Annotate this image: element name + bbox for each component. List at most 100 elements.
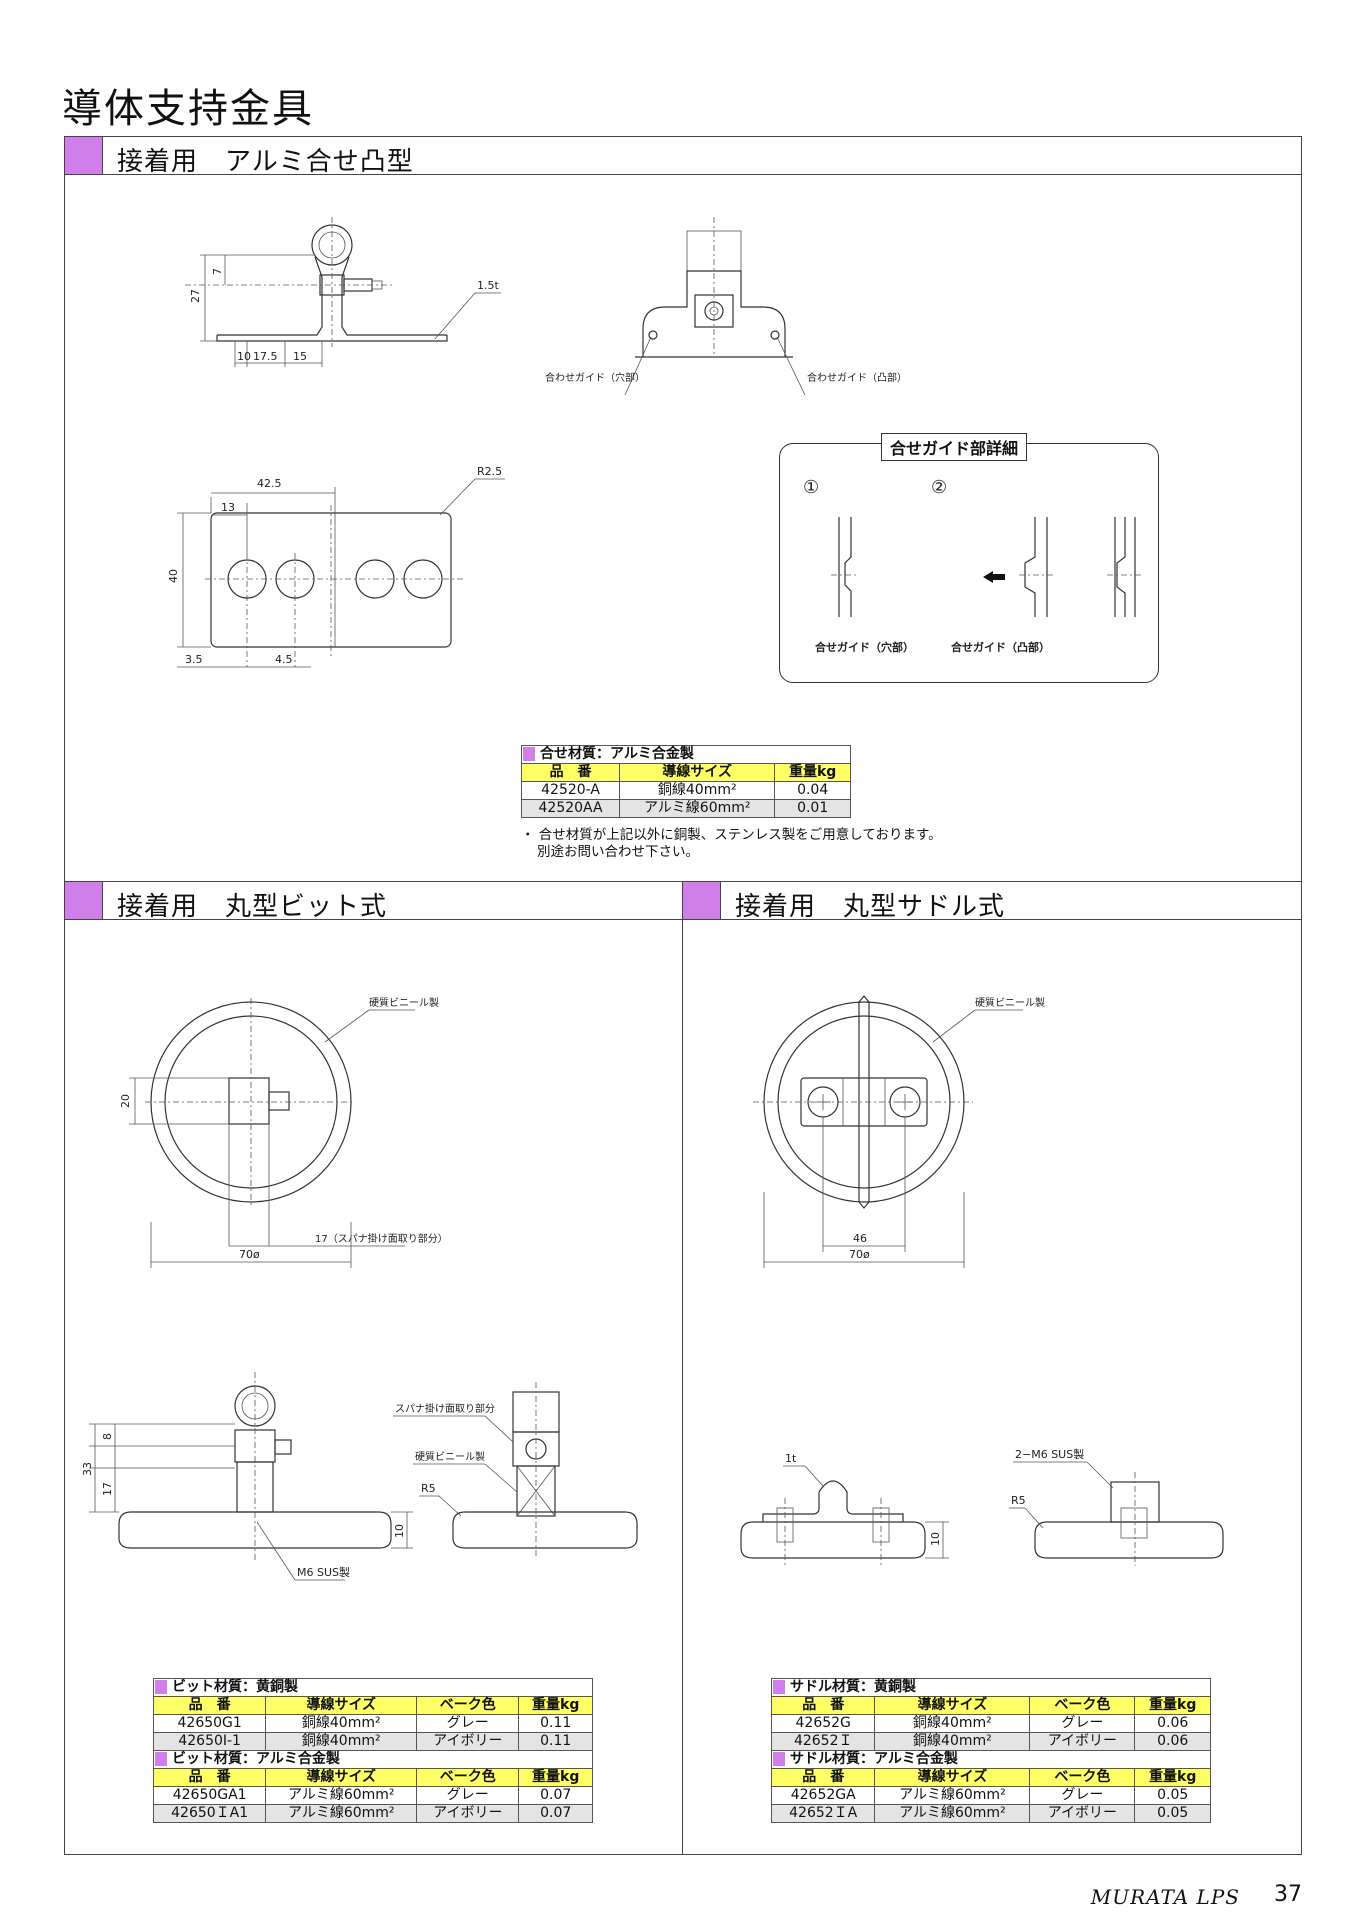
table-header-row: 品 番 導線サイズ 重量kg xyxy=(520,763,851,782)
table-cell: 銅線40mm² xyxy=(265,1714,418,1733)
col-header: 品 番 xyxy=(152,1768,267,1787)
table-cell: グレー xyxy=(1029,1714,1136,1733)
guide-hole-label: 合わせガイド（穴部） xyxy=(545,371,645,384)
dim-15: 15 xyxy=(293,350,307,363)
col-header: 導線サイズ xyxy=(265,1768,418,1787)
label-spanner: 17（スパナ掛け面取り部分） xyxy=(315,1232,448,1245)
col-header: ベーク色 xyxy=(416,1696,520,1715)
caption-marker xyxy=(773,1680,785,1694)
table-cell: アルミ線60mm² xyxy=(874,1786,1031,1805)
saddle-side-view-drawing: 1t 10 2−M6 SUS製 R5 xyxy=(740,1447,1224,1566)
col-header: 品 番 xyxy=(152,1696,267,1715)
guide-labels: 合わせガイド（穴部） 合わせガイド（凸部） xyxy=(545,371,907,384)
table-cell: アルミ線60mm² xyxy=(265,1786,418,1805)
col-header: 品 番 xyxy=(770,1768,876,1787)
table-cell: グレー xyxy=(1029,1786,1136,1805)
table-caption: 合せ材質：アルミ合金製 xyxy=(540,746,694,762)
dim-10: 10 xyxy=(237,350,251,363)
caption-marker xyxy=(155,1752,167,1766)
label-vinyl: 硬質ビニール製 xyxy=(975,996,1045,1009)
table-cell: 42652GA xyxy=(770,1786,876,1805)
table-cell: 銅線40mm² xyxy=(874,1714,1031,1733)
col-header: 導線サイズ xyxy=(874,1768,1031,1787)
table-cell: 0.11 xyxy=(518,1714,593,1733)
table-cell: アルミ線60mm² xyxy=(265,1804,418,1823)
table-cell: 42650ＩA1 xyxy=(152,1804,267,1823)
note-line: ・ 合せ材質が上記以外に銅製、ステンレス製をご用意しております。 xyxy=(521,827,942,843)
dim-7: 7 xyxy=(211,268,224,275)
dim-46: 46 xyxy=(853,1232,867,1245)
saddle-top-view-drawing: 硬質ビニール製 46 70ø xyxy=(753,995,1045,1268)
table-cell: アイボリー xyxy=(1029,1804,1136,1823)
col-header: ベーク色 xyxy=(416,1768,520,1787)
caption-marker xyxy=(773,1752,785,1766)
dim-r5: R5 xyxy=(1011,1494,1026,1507)
table-cell: 0.06 xyxy=(1134,1732,1211,1751)
dim-r5: R5 xyxy=(421,1482,436,1495)
material-note: ・ 合せ材質が上記以外に銅製、ステンレス製をご用意しております。 別途お問い合わ… xyxy=(521,827,942,861)
label-m6: 2−M6 SUS製 xyxy=(1015,1447,1084,1461)
table-row: 42652Ｉ 銅線40mm² アイボリー 0.06 xyxy=(770,1732,1211,1751)
table-caption: サドル材質：黄銅製 xyxy=(790,1679,916,1695)
caption-marker xyxy=(523,747,535,761)
section-aluminum-frame: 接着用 アルミ合せ凸型 27 7 1.5t 10 17.5 15 xyxy=(64,136,1302,882)
table-cell: グレー xyxy=(416,1714,520,1733)
table-cell: 0.01 xyxy=(774,799,851,818)
table-cell: 銅線40mm² xyxy=(619,781,776,800)
dim-10: 10 xyxy=(929,1532,942,1546)
table-cell: 42650GA1 xyxy=(152,1786,267,1805)
page-number: 37 xyxy=(1274,1882,1302,1907)
saddle-spec-table: サドル材質：黄銅製 品 番 導線サイズ ベーク色 重量kg 42652G 銅線4… xyxy=(770,1678,1211,1823)
section-saddle-header: 接着用 丸型サドル式 xyxy=(683,882,1301,922)
caption-marker xyxy=(155,1680,167,1694)
dim-40: 40 xyxy=(167,569,180,583)
table-cell: アイボリー xyxy=(1029,1732,1136,1751)
table-cell: 0.11 xyxy=(518,1732,593,1751)
section-marker xyxy=(65,882,103,919)
detail-step-2: ② xyxy=(931,477,947,498)
table-row: 42520-A 銅線40mm² 0.04 xyxy=(520,781,851,800)
detail-cap-hole: 合せガイド（穴部） xyxy=(815,640,914,654)
table-row: 42650ＩA1 アルミ線60mm² アイボリー 0.07 xyxy=(152,1804,593,1823)
col-header: 重量kg xyxy=(518,1768,593,1787)
label-1t: 1t xyxy=(785,1452,797,1465)
col-header: 重量kg xyxy=(1134,1768,1211,1787)
section-marker xyxy=(65,137,103,174)
table-row: 42650I-1 銅線40mm² アイボリー 0.11 xyxy=(152,1732,593,1751)
dim-4-5: 4.5 xyxy=(275,653,293,666)
table-header-row: 品 番 導線サイズ ベーク色 重量kg xyxy=(152,1768,593,1787)
col-header: ベーク色 xyxy=(1029,1768,1136,1787)
table-cell: 42650G1 xyxy=(152,1714,267,1733)
guide-detail-drawing: ① ② 合せガイド（穴部） 合せガイド（凸部） xyxy=(803,477,1143,654)
dim-27: 27 xyxy=(189,289,202,303)
bit-side-view-drawing: 33 8 17 10 M6 SUS製 スパナ掛け面取り部分 硬質ビニール製 R5 xyxy=(81,1372,638,1581)
table-cell: 0.07 xyxy=(518,1804,593,1823)
table-cell: 42652ＩA xyxy=(770,1804,876,1823)
col-header: 重量kg xyxy=(1134,1696,1211,1715)
detail-cap-boss: 合せガイド（凸部） xyxy=(951,640,1050,654)
section-bit-frame: 接着用 丸型ビット式 硬質ビニール製 20 17（スパナ掛け面取り部分） 70ø xyxy=(64,881,683,1855)
table-row: 42520AA アルミ線60mm² 0.01 xyxy=(520,799,851,818)
table-cell: アイボリー xyxy=(416,1804,520,1823)
section-saddle-frame: 接着用 丸型サドル式 硬質ビニール製 46 70ø 1t xyxy=(682,881,1302,1855)
aluminum-spec-table: 合せ材質：アルミ合金製 品 番 導線サイズ 重量kg 42520-A 銅線40m… xyxy=(520,745,851,818)
footer-brand: MURATA LPS xyxy=(1090,1885,1240,1909)
table-cell: 銅線40mm² xyxy=(874,1732,1031,1751)
table-cell: アルミ線60mm² xyxy=(874,1804,1031,1823)
bit-top-dims: 17（スパナ掛け面取り部分） 70ø xyxy=(150,1222,448,1268)
table-header-row: 品 番 導線サイズ ベーク色 重量kg xyxy=(770,1696,1211,1715)
col-header: 重量kg xyxy=(774,763,851,782)
table-row: 42652ＩA アルミ線60mm² アイボリー 0.05 xyxy=(770,1804,1211,1823)
table-cell: 42652G xyxy=(770,1714,876,1733)
label-vinyl2: 硬質ビニール製 xyxy=(415,1450,485,1463)
table-header-row: 品 番 導線サイズ ベーク色 重量kg xyxy=(770,1768,1211,1787)
guide-boss-label: 合わせガイド（凸部） xyxy=(807,371,907,384)
section-aluminum-title: 接着用 アルミ合せ凸型 xyxy=(117,147,414,177)
section-bit-header: 接着用 丸型ビット式 xyxy=(65,882,682,922)
dim-r2-5: R2.5 xyxy=(477,465,502,478)
dim-17-5: 17.5 xyxy=(253,350,278,363)
aluminum-front-view-drawing xyxy=(624,217,806,396)
table-row: 42650G1 銅線40mm² グレー 0.11 xyxy=(152,1714,593,1733)
col-header: 重量kg xyxy=(518,1696,593,1715)
dim-1-5t: 1.5t xyxy=(477,279,499,292)
